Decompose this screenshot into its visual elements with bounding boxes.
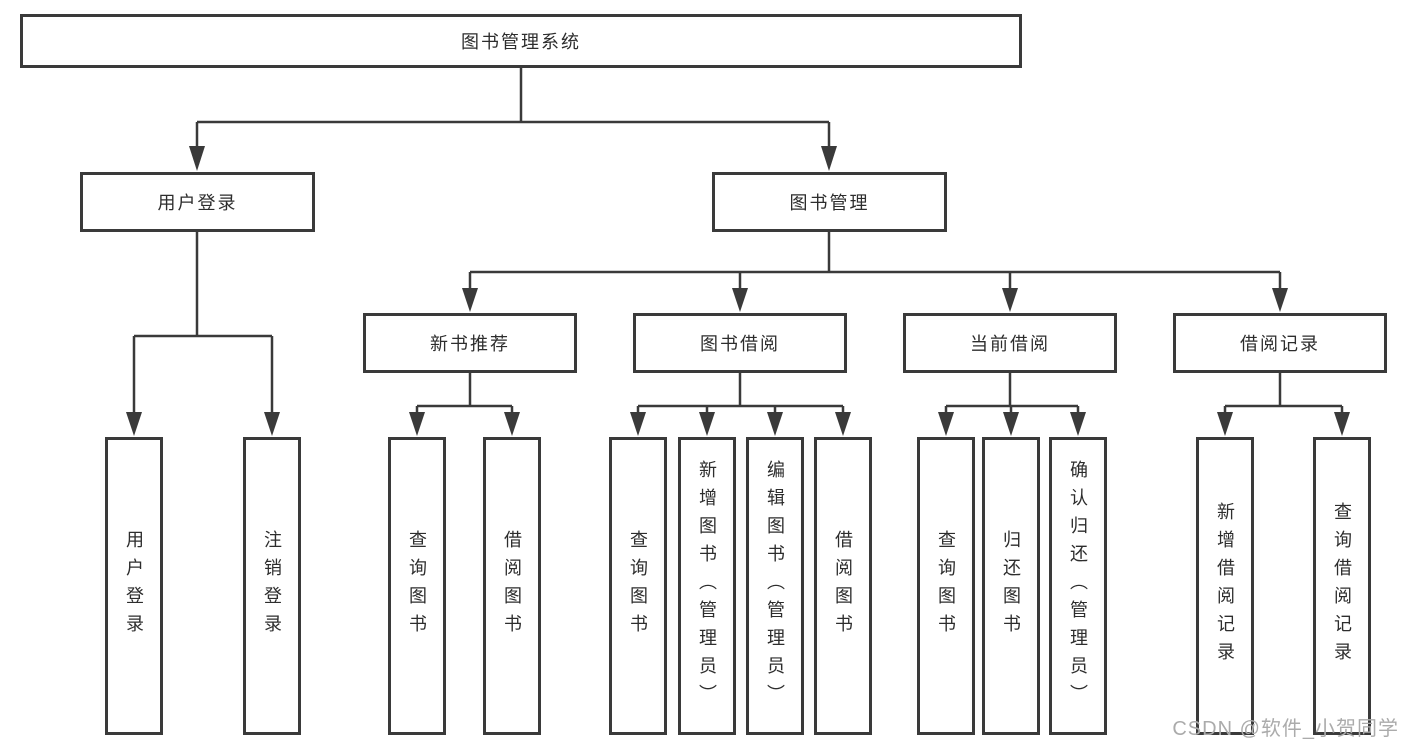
leaf-label: 查询图书 bbox=[936, 530, 956, 642]
node-library-management-system: 图书管理系统 bbox=[20, 14, 1022, 68]
node-new-book-recommend: 新书推荐 bbox=[363, 313, 577, 373]
node-user-login: 用户登录 bbox=[80, 172, 315, 232]
leaf-borrow-books-2: 借阅图书 bbox=[814, 437, 872, 735]
node-borrow-record: 借阅记录 bbox=[1173, 313, 1387, 373]
leaf-label: 查询图书 bbox=[628, 530, 648, 642]
leaf-user-login: 用户登录 bbox=[105, 437, 163, 735]
leaf-edit-books-admin: 编辑图书（管理员） bbox=[746, 437, 804, 735]
node-book-management: 图书管理 bbox=[712, 172, 947, 232]
leaf-label: 查询借阅记录 bbox=[1332, 502, 1352, 670]
leaf-add-borrow-record: 新增借阅记录 bbox=[1196, 437, 1254, 735]
leaf-label: 用户登录 bbox=[124, 530, 144, 642]
node-book-borrow: 图书借阅 bbox=[633, 313, 847, 373]
leaf-label: 借阅图书 bbox=[833, 530, 853, 642]
node-current-borrow: 当前借阅 bbox=[903, 313, 1117, 373]
leaf-return-books: 归还图书 bbox=[982, 437, 1040, 735]
leaf-label: 新增图书（管理员） bbox=[697, 460, 717, 712]
leaf-label: 编辑图书（管理员） bbox=[765, 460, 785, 712]
leaf-confirm-return-admin: 确认归还（管理员） bbox=[1049, 437, 1107, 735]
leaf-label: 新增借阅记录 bbox=[1215, 502, 1235, 670]
csdn-watermark: CSDN @软件_小贺同学 bbox=[1172, 718, 1399, 740]
leaf-label: 查询图书 bbox=[407, 530, 427, 642]
leaf-query-borrow-record: 查询借阅记录 bbox=[1313, 437, 1371, 735]
leaf-logout: 注销登录 bbox=[243, 437, 301, 735]
leaf-label: 归还图书 bbox=[1001, 530, 1021, 642]
leaf-add-books-admin: 新增图书（管理员） bbox=[678, 437, 736, 735]
leaf-query-books-3: 查询图书 bbox=[917, 437, 975, 735]
leaf-label: 注销登录 bbox=[262, 530, 282, 642]
leaf-borrow-books-1: 借阅图书 bbox=[483, 437, 541, 735]
leaf-label: 确认归还（管理员） bbox=[1068, 460, 1088, 712]
leaf-label: 借阅图书 bbox=[502, 530, 522, 642]
leaf-query-books-1: 查询图书 bbox=[388, 437, 446, 735]
leaf-query-books-2: 查询图书 bbox=[609, 437, 667, 735]
arrowheads bbox=[126, 146, 1350, 436]
